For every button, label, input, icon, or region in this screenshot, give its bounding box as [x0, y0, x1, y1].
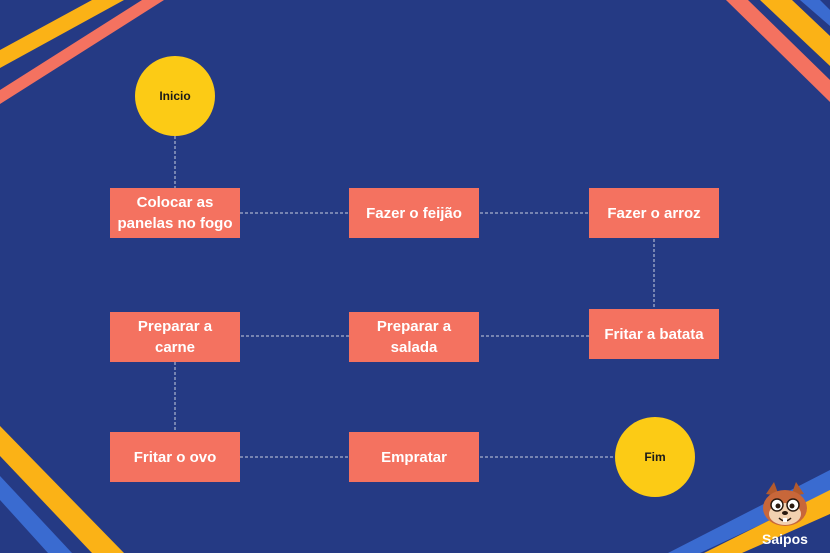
step-node-3: Fazer o arroz [589, 188, 719, 238]
step-node-4: Fritar a batata [589, 309, 719, 359]
end-node: Fim [615, 417, 695, 497]
step-node-7: Fritar o ovo [110, 432, 240, 482]
step-node-1-label: Colocar as panelas no fogo [117, 194, 233, 232]
step-node-4-label: Fritar a batata [604, 325, 704, 343]
step-node-8-label: Empratar [381, 448, 447, 466]
stripe-top-left-coral [0, 0, 164, 104]
step-node-6-label: Preparar a carne [137, 318, 213, 356]
stripe-top-right-blue [800, 0, 830, 26]
end-node-label: Fim [644, 450, 666, 464]
start-node: Inicio [135, 56, 215, 136]
step-node-5-label: Preparar a salada [376, 318, 452, 356]
stripe-top-right-orange [760, 0, 830, 66]
brand-wordmark: Saipos [762, 531, 808, 547]
step-node-6: Preparar a carne [110, 312, 240, 362]
step-node-2-label: Fazer o feijão [366, 204, 462, 222]
stripe-bottom-left-blue [0, 476, 72, 553]
stripe-top-left-orange [0, 0, 124, 68]
stripe-bottom-left-orange [0, 426, 124, 553]
step-node-3-label: Fazer o arroz [607, 204, 701, 222]
stripe-top-right-coral [726, 0, 830, 102]
step-node-1: Colocar as panelas no fogo [110, 188, 240, 238]
squirrel-mascot-icon [763, 482, 807, 526]
step-node-5: Preparar a salada [349, 312, 479, 362]
start-node-label: Inicio [159, 89, 191, 103]
step-node-2: Fazer o feijão [349, 188, 479, 238]
step-node-8: Empratar [349, 432, 479, 482]
step-node-7-label: Fritar o ovo [133, 448, 217, 466]
